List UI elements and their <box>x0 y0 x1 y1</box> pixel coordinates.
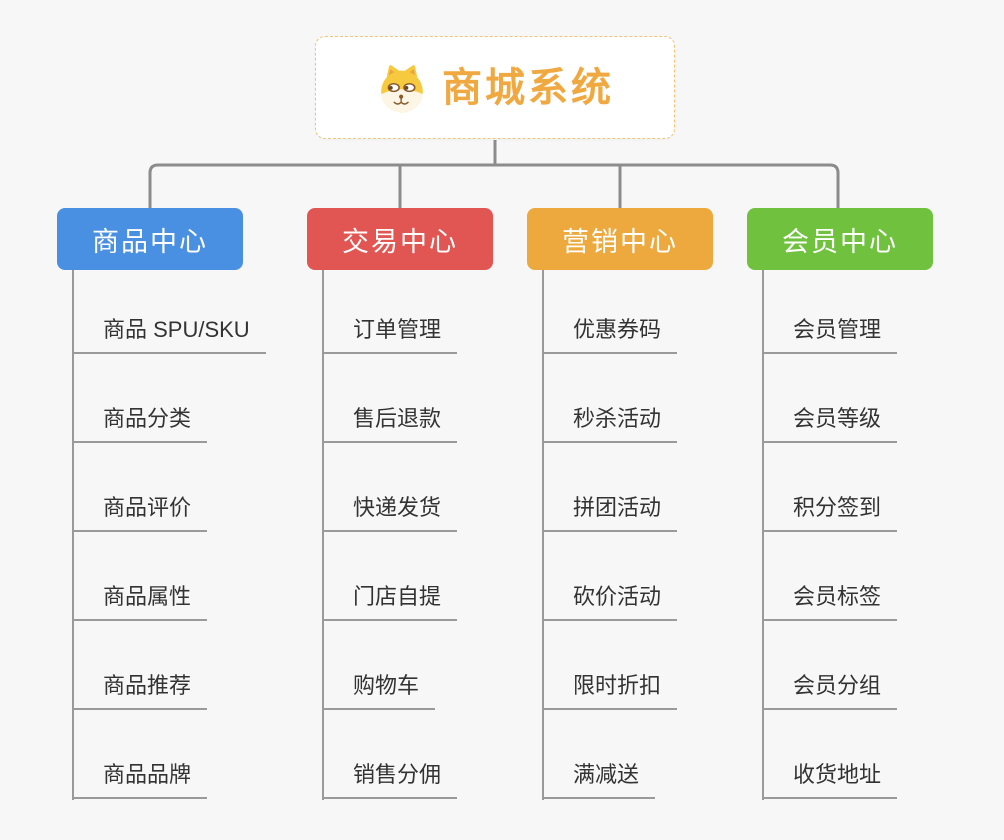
leaf-node[interactable]: 商品属性 <box>73 581 208 621</box>
leaf-node[interactable]: 砍价活动 <box>543 581 678 621</box>
branch-node-member-center[interactable]: 会员中心 <box>747 208 933 270</box>
leaf-node[interactable]: 会员标签 <box>763 581 898 621</box>
leaf-node[interactable]: 商品分类 <box>73 403 208 443</box>
leaf-node[interactable]: 商品评价 <box>73 492 208 532</box>
leaf-node[interactable]: 满减送 <box>543 759 656 799</box>
leaf-node[interactable]: 门店自提 <box>323 581 458 621</box>
leaf-node[interactable]: 销售分佣 <box>323 759 458 799</box>
leaf-node[interactable]: 商品推荐 <box>73 670 208 710</box>
branch-node-trade-center[interactable]: 交易中心 <box>307 208 493 270</box>
leaf-node[interactable]: 快递发货 <box>323 492 458 532</box>
leaf-node[interactable]: 拼团活动 <box>543 492 678 532</box>
leaf-node[interactable]: 订单管理 <box>323 314 458 354</box>
leaf-node[interactable]: 购物车 <box>323 670 436 710</box>
leaf-node[interactable]: 会员分组 <box>763 670 898 710</box>
dog-icon <box>376 62 428 114</box>
branch-node-marketing-center[interactable]: 营销中心 <box>527 208 713 270</box>
leaf-node[interactable]: 优惠券码 <box>543 314 678 354</box>
leaf-node[interactable]: 商品品牌 <box>73 759 208 799</box>
leaf-node[interactable]: 限时折扣 <box>543 670 678 710</box>
leaf-node[interactable]: 收货地址 <box>763 759 898 799</box>
leaf-node[interactable]: 积分签到 <box>763 492 898 532</box>
leaf-node[interactable]: 商品 SPU/SKU <box>73 314 266 354</box>
leaf-node[interactable]: 会员管理 <box>763 314 898 354</box>
leaf-node[interactable]: 会员等级 <box>763 403 898 443</box>
leaf-node[interactable]: 售后退款 <box>323 403 458 443</box>
root-title: 商城系统 <box>442 65 614 110</box>
root-node[interactable]: 商城系统 <box>315 36 675 139</box>
leaf-node[interactable]: 秒杀活动 <box>543 403 678 443</box>
branch-node-product-center[interactable]: 商品中心 <box>57 208 243 270</box>
